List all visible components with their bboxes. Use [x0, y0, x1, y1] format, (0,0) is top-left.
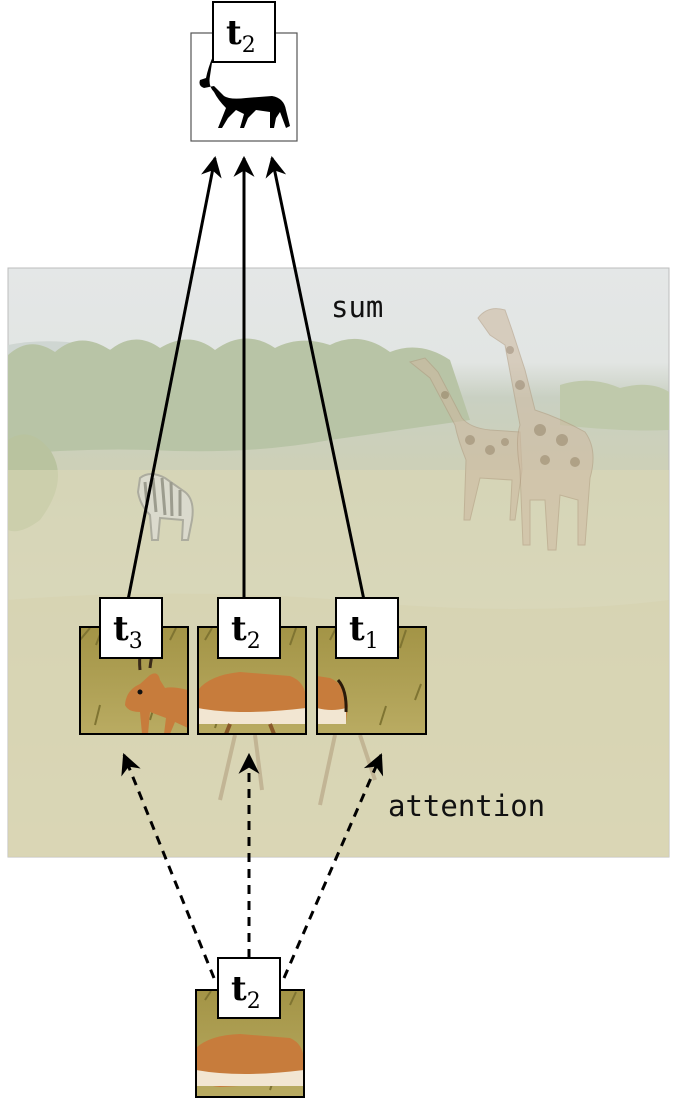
- attention-arrow-t1: [282, 753, 384, 979]
- giraffe-figure-right: [477, 308, 594, 551]
- svg-text:t2: t2: [231, 969, 261, 1014]
- query-token-label: t2: [217, 957, 281, 1019]
- token-label-t1: t1: [335, 597, 399, 659]
- giraffe-figure-left: [408, 357, 523, 521]
- sum-arrow-t1: [265, 155, 366, 601]
- svg-text:t2: t2: [226, 13, 256, 58]
- zebra-figure: [136, 473, 194, 541]
- token-label-t3: t3: [99, 597, 163, 659]
- svg-text:t1: t1: [349, 609, 379, 654]
- savanna-scene-image: [7, 267, 670, 858]
- attention-arrow-t3: [121, 753, 216, 979]
- attention-arrows: [121, 752, 384, 979]
- svg-text:t2: t2: [231, 609, 261, 654]
- token-label-t2: t2: [217, 597, 281, 659]
- sum-arrow-t3: [126, 155, 222, 601]
- attention-label: attention: [388, 789, 545, 823]
- sum-label: sum: [331, 290, 383, 324]
- svg-text:t3: t3: [113, 609, 143, 654]
- sum-arrows: [126, 155, 366, 601]
- output-token-label: t2: [212, 1, 276, 63]
